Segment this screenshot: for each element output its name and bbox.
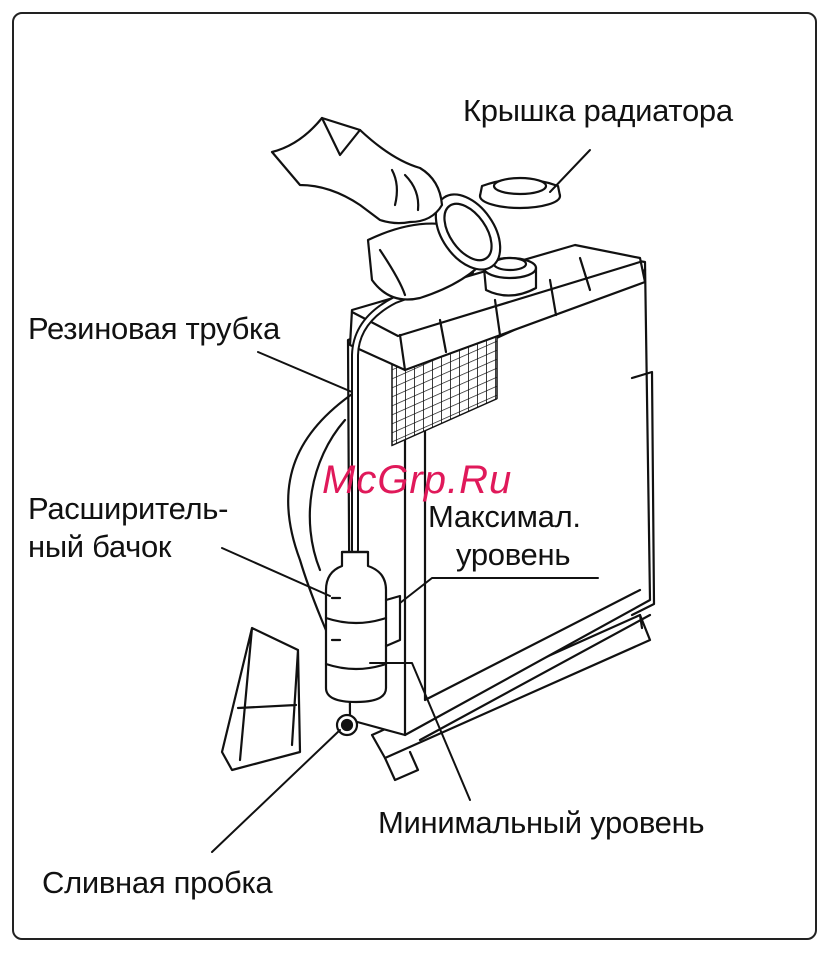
hand xyxy=(272,118,442,223)
label-max-level-line1: Максимал. xyxy=(428,500,581,534)
label-min-level: Минимальный уровень xyxy=(378,806,704,840)
leader-radiator-cap xyxy=(550,150,590,192)
label-drain-plug: Сливная пробка xyxy=(42,866,272,900)
label-expansion-tank-line2: ный бачок xyxy=(28,530,171,564)
label-expansion-tank-line1: Расширитель- xyxy=(28,492,228,526)
leader-rubber-tube xyxy=(258,352,352,392)
radiator-cap xyxy=(480,178,560,208)
leader-expansion-tank xyxy=(222,548,330,596)
label-radiator-cap: Крышка радиатора xyxy=(463,94,733,128)
label-rubber-tube: Резиновая трубка xyxy=(28,312,280,346)
watermark: McGrp.Ru xyxy=(322,458,512,502)
label-max-level-line2: уровень xyxy=(456,538,570,572)
mounting-bracket xyxy=(222,628,300,770)
